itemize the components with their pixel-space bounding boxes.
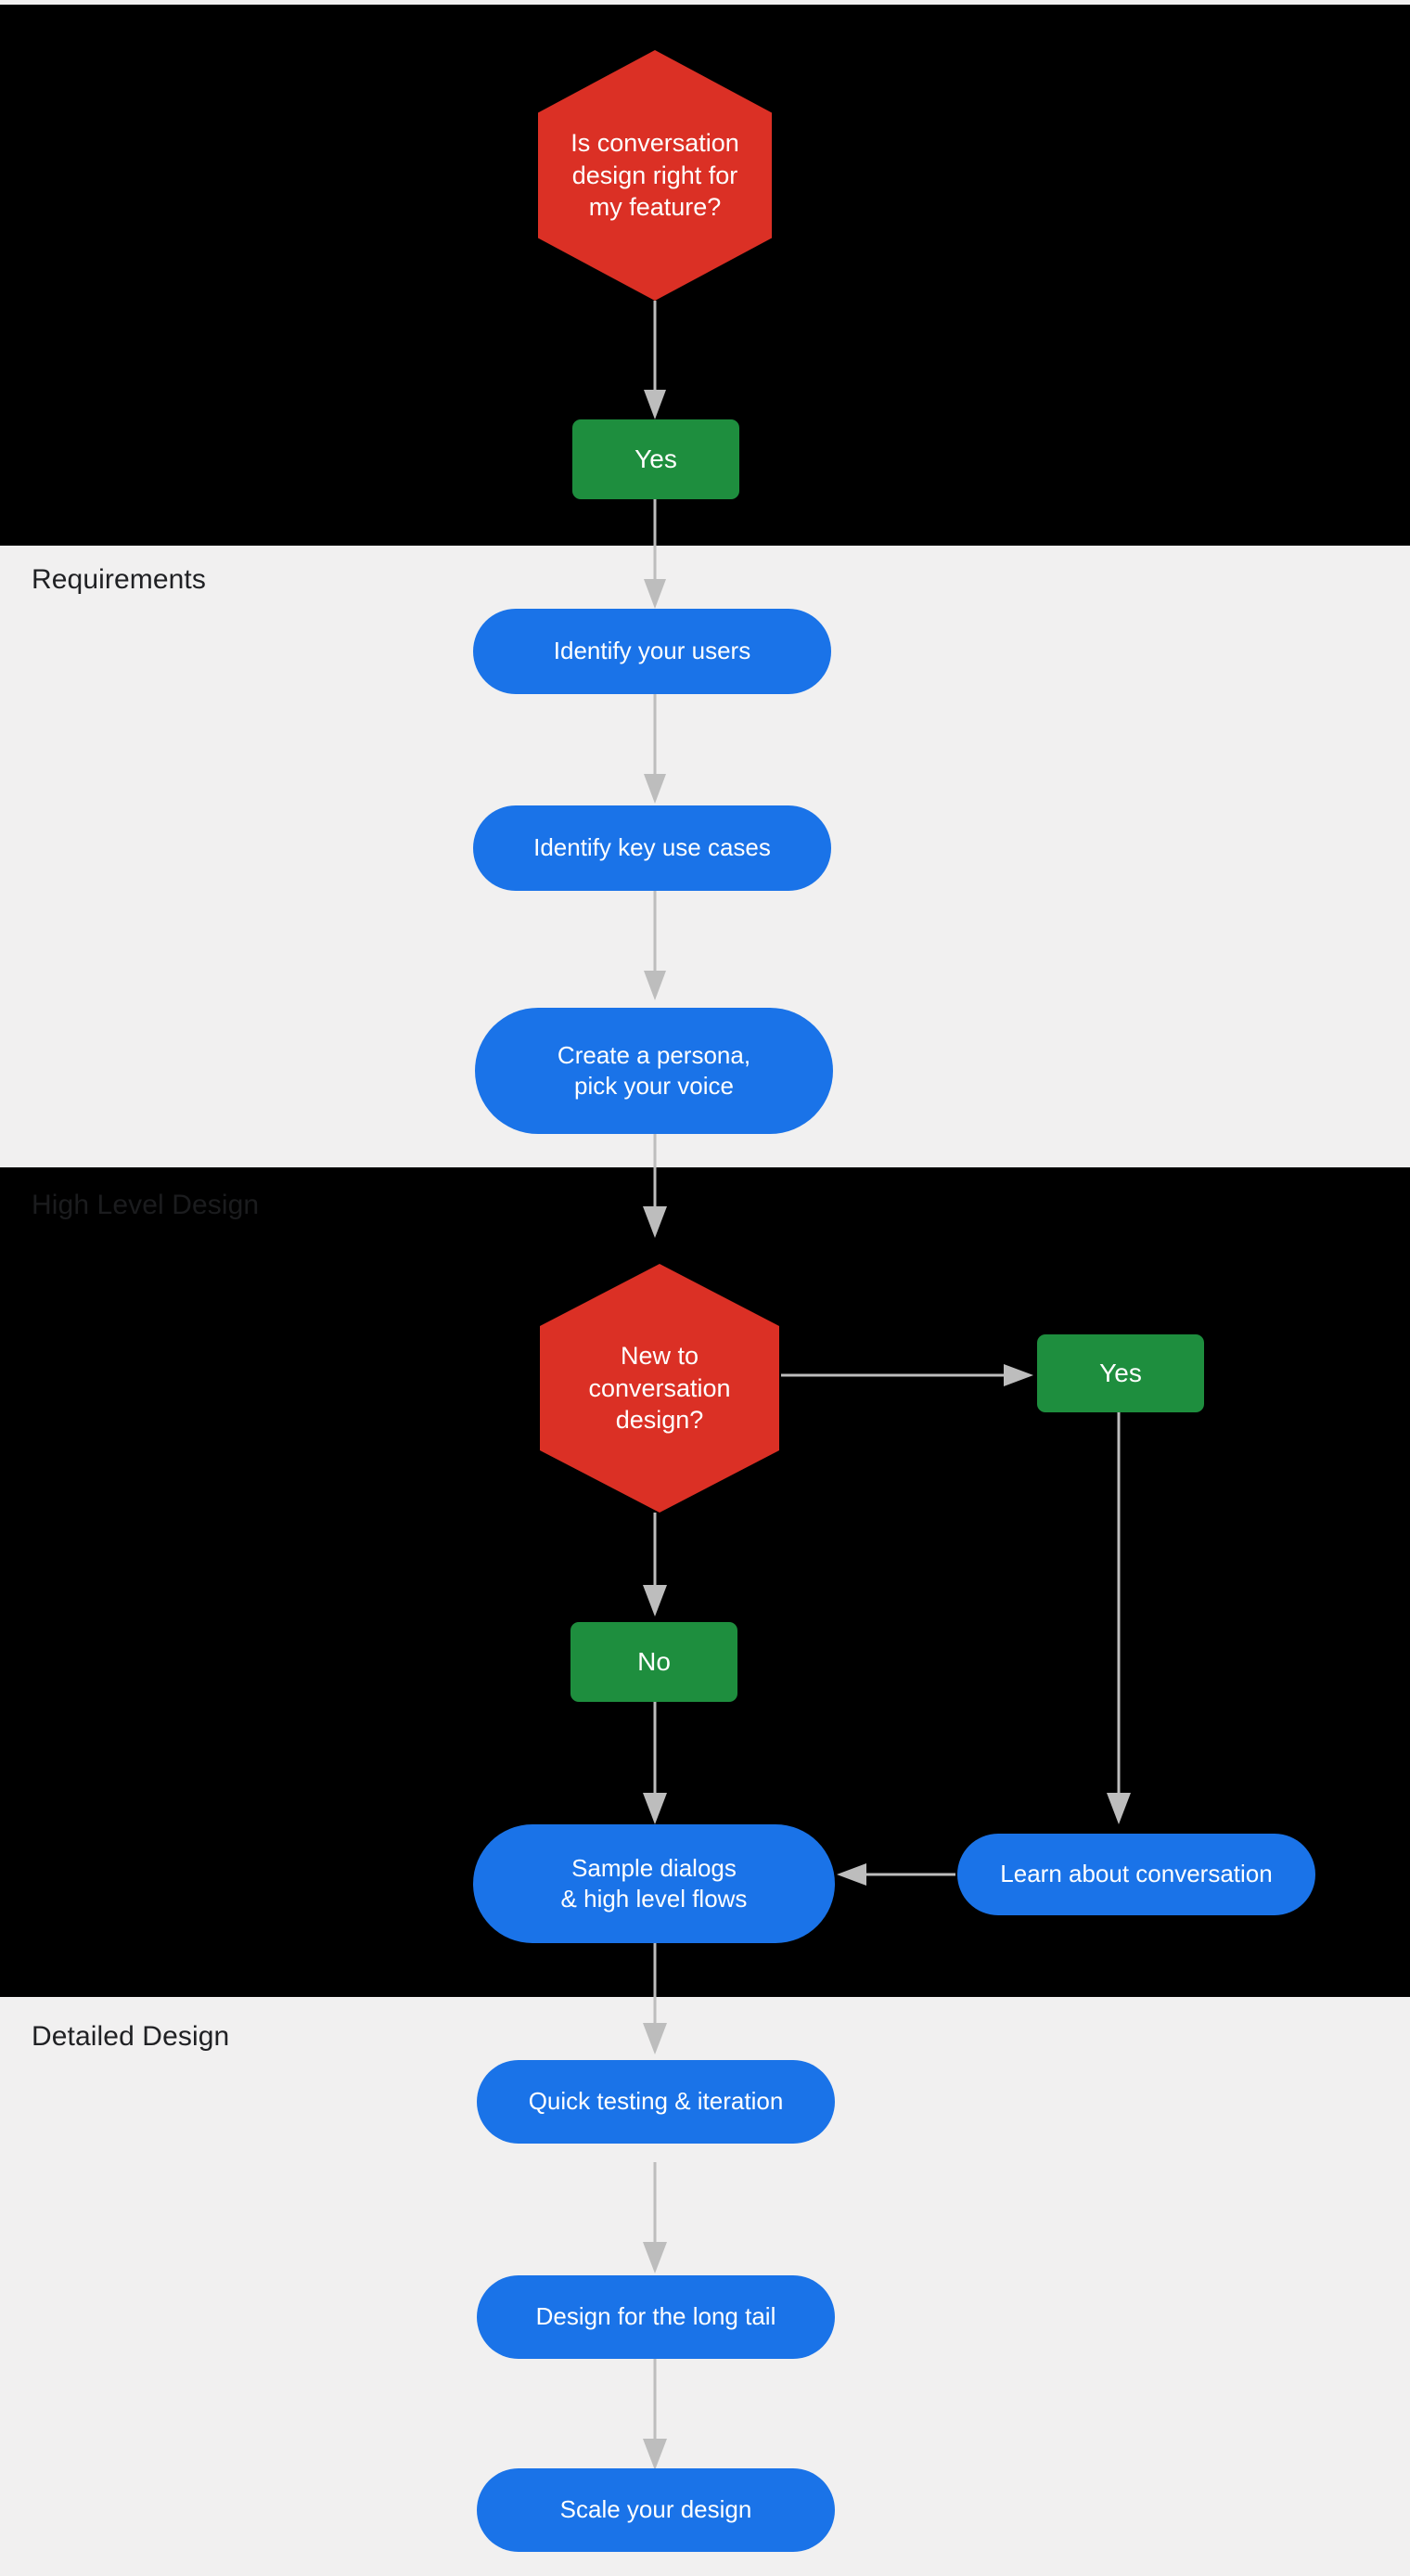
band-bottom-margin xyxy=(0,2572,1410,2576)
node-line: pick your voice xyxy=(574,1072,734,1100)
step-node-text: Create a persona, pick your voice xyxy=(558,1040,750,1102)
step-node-design-for-long-tail[interactable]: Design for the long tail xyxy=(477,2275,835,2359)
section-label-detailed-design: Detailed Design xyxy=(32,2021,230,2052)
node-line: Create a persona, xyxy=(557,1040,751,1069)
step-node-identify-your-users[interactable]: Identify your users xyxy=(473,609,831,694)
node-line: conversation xyxy=(588,1373,731,1402)
step-node-sample-dialogs-high-level-flows[interactable]: Sample dialogs & high level flows xyxy=(473,1824,835,1943)
node-line: Sample dialogs xyxy=(571,1853,737,1882)
decision-node-is-conversation-design-right[interactable]: Is conversation design right for my feat… xyxy=(538,50,772,301)
node-line: & high level flows xyxy=(560,1885,748,1913)
node-line: design right for xyxy=(571,161,738,189)
band-top-margin xyxy=(0,0,1410,5)
node-line: design? xyxy=(615,1406,704,1435)
step-node-create-persona-pick-voice[interactable]: Create a persona, pick your voice xyxy=(475,1008,833,1134)
node-line: Is conversation xyxy=(570,129,739,158)
section-label-high-level-design: High Level Design xyxy=(32,1190,260,1220)
node-line: New to xyxy=(620,1342,699,1371)
step-node-learn-about-conversation[interactable]: Learn about conversation xyxy=(957,1834,1315,1915)
answer-node-yes-2[interactable]: Yes xyxy=(1037,1334,1204,1412)
decision-node-text: Is conversation design right for my feat… xyxy=(570,127,739,224)
section-label-requirements: Requirements xyxy=(32,564,206,595)
answer-node-yes-1[interactable]: Yes xyxy=(572,419,739,499)
node-line: my feature? xyxy=(588,193,722,222)
decision-node-text: New to conversation design? xyxy=(588,1340,730,1436)
step-node-identify-key-use-cases[interactable]: Identify key use cases xyxy=(473,805,831,891)
answer-node-no[interactable]: No xyxy=(570,1622,737,1702)
step-node-quick-testing-iteration[interactable]: Quick testing & iteration xyxy=(477,2060,835,2144)
step-node-scale-your-design[interactable]: Scale your design xyxy=(477,2468,835,2552)
step-node-text: Sample dialogs & high level flows xyxy=(561,1853,748,1915)
